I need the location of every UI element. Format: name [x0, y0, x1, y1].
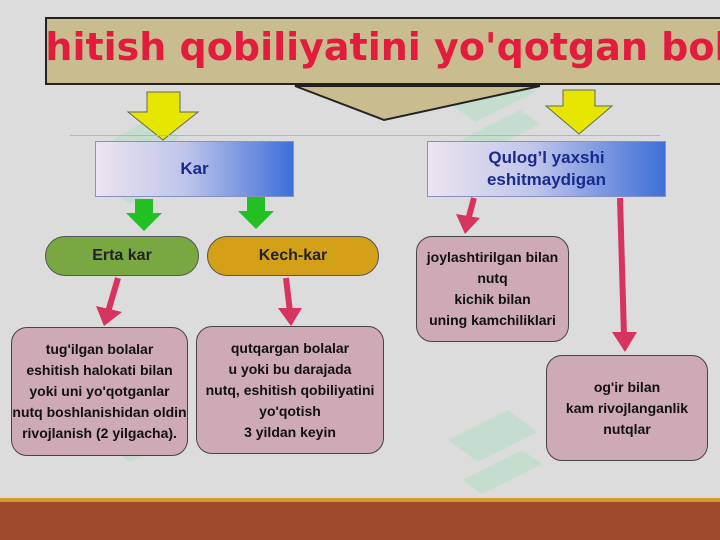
kech-desc-line-4: yo'qotish	[259, 402, 321, 419]
qulog-desc1-line-1: joylashtirilgan bilan	[426, 249, 559, 265]
node-kech-kar: Kech-kar	[207, 236, 379, 276]
node-kar-label: Kar	[180, 159, 209, 178]
title-banner: eshitish qobiliyatini yo'qotgan bolalar	[45, 17, 720, 85]
arrow-pink-erta-head	[96, 306, 122, 326]
node-erta-kar: Erta kar	[45, 236, 199, 276]
erta-desc-line-2: eshitish halokati bilan	[26, 362, 173, 378]
arrow-pink-qulog2-shaft	[617, 197, 627, 337]
node-kech-kar-label: Kech-kar	[258, 247, 328, 264]
footer-bar	[0, 502, 720, 540]
qulog-desc1-line-2: nutq	[477, 270, 508, 286]
node-qulog: Qulog’l yaxshi eshitmaydigan	[427, 141, 666, 197]
kech-desc-line-3: nutq, eshitish qobiliyatini	[205, 381, 375, 398]
box-qulog-description-2: og'ir bilan kam rivojlanganlik nutqlar	[546, 355, 708, 461]
kech-desc-line-2: u yoki bu darajada	[228, 360, 352, 377]
qulog-desc2-line-1: og'ir bilan	[593, 378, 661, 395]
arrow-pink-qulog1-head	[456, 214, 480, 234]
arrow-yellow-right	[544, 89, 614, 135]
kech-desc-line-1: qutqargan bolalar	[230, 339, 350, 356]
qulog-desc2-line-2: kam rivojlanganlik	[565, 399, 689, 416]
node-qulog-line-1: Qulog’l yaxshi	[488, 148, 605, 167]
erta-desc-line-3: yoki uni yo'qotganlar	[29, 383, 170, 399]
box-erta-description: tug'ilgan bolalar eshitish halokati bila…	[11, 327, 188, 456]
box-qulog-description-1: joylashtirilgan bilan nutq kichik bilan …	[416, 236, 569, 342]
kech-desc-line-5: 3 yildan keyin	[244, 423, 336, 440]
title-callout-pointer	[294, 85, 541, 122]
node-qulog-line-2: eshitmaydigan	[486, 170, 607, 189]
qulog-desc1-line-4: uning kamchiliklari	[429, 312, 556, 328]
arrow-green-kech	[238, 197, 274, 229]
node-erta-kar-label: Erta kar	[92, 247, 152, 264]
qulog-desc1-line-3: kichik bilan	[454, 291, 531, 307]
arrow-green-erta	[126, 199, 162, 231]
erta-desc-line-5: rivojlanish (2 yilgacha).	[22, 425, 177, 441]
arrow-pink-kech-shaft	[283, 277, 293, 313]
erta-desc-line-1: tug'ilgan bolalar	[45, 341, 154, 357]
arrow-pink-qulog2-head	[612, 332, 637, 352]
title-text: eshitish qobiliyatini yo'qotgan bolalar	[45, 25, 720, 69]
box-kech-description: qutqargan bolalar u yoki bu darajada nut…	[196, 326, 384, 454]
node-kar: Kar	[95, 141, 294, 197]
divider-line	[70, 135, 660, 136]
footer-accent-line	[0, 498, 720, 502]
qulog-desc2-line-3: nutqlar	[603, 420, 651, 437]
arrow-pink-kech-head	[278, 308, 302, 326]
arrow-yellow-left	[126, 91, 200, 141]
erta-desc-line-4: nutq boshlanishidan oldin	[12, 404, 187, 420]
arrow-pink-erta-shaft	[105, 277, 121, 313]
